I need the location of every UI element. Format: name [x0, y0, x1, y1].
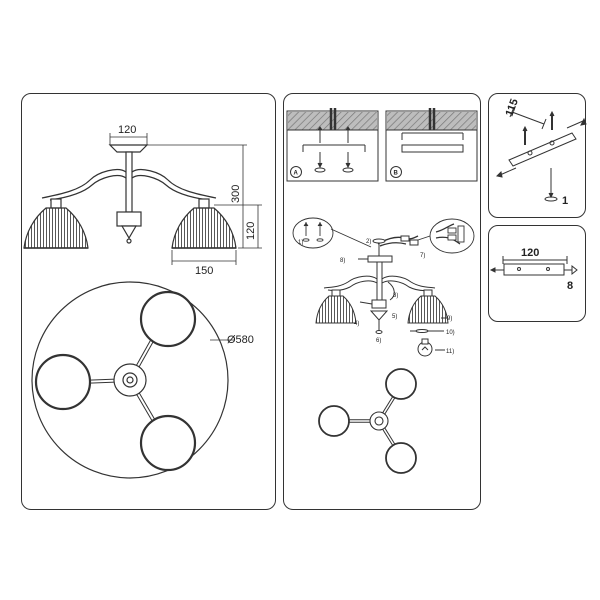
assembly-exploded-view: [315, 235, 449, 357]
plate-diagram: [489, 256, 578, 276]
part-2-label: 2): [366, 239, 371, 245]
part-4-label: 4): [354, 321, 359, 327]
screw-qty-label: 1: [562, 195, 568, 207]
shade-top-lower: [139, 414, 197, 472]
part-8-label: 8): [340, 258, 345, 264]
assembly-top-view: [318, 368, 417, 474]
variant-a-label: A: [294, 171, 299, 177]
part-9-label: 9): [447, 316, 452, 322]
plate-length-label: 120: [521, 247, 539, 259]
right-arm-outer: [131, 168, 217, 199]
canopy: [108, 144, 149, 153]
finial-knob: [126, 238, 132, 244]
bracket-length-label: 115: [504, 97, 521, 118]
variant-a-diagram: [286, 108, 379, 182]
center-body: [116, 211, 142, 227]
left-shade: [23, 207, 89, 249]
part-10-label: 10): [446, 330, 455, 336]
span-circle: [31, 281, 229, 479]
left-arm-inner: [49, 174, 127, 201]
side-view: [23, 144, 237, 249]
part-6-label: 6): [376, 338, 381, 344]
shade-height-label: 120: [245, 222, 257, 240]
plate-screw-label: 8: [567, 280, 573, 292]
part-11-label: 11): [446, 349, 454, 355]
part-5-label: 5): [392, 314, 397, 320]
part-3-label: 3): [393, 293, 398, 299]
shade-width-label: 150: [195, 265, 213, 277]
part-1-label: 1): [298, 240, 303, 246]
right-shade: [171, 207, 237, 249]
part-7-label: 7): [420, 253, 425, 259]
center-rod: [125, 151, 133, 213]
canopy-width-label: 120: [118, 124, 136, 136]
left-arm-outer: [41, 168, 127, 199]
shade-top-left: [34, 353, 92, 411]
detail-bubble-left: [292, 217, 372, 249]
finial: [120, 225, 138, 240]
variant-b-diagram: [385, 108, 478, 182]
variant-b-label: B: [394, 171, 399, 177]
bracket-diagram: [495, 106, 587, 202]
top-view: [31, 281, 234, 479]
diameter-label: Ø580: [227, 334, 254, 346]
shade-top-upper: [139, 290, 197, 348]
detail-bubble-right: [417, 218, 475, 254]
right-arm-inner: [131, 174, 209, 201]
dimension-lines: [109, 133, 262, 265]
total-height-label: 300: [230, 185, 242, 203]
